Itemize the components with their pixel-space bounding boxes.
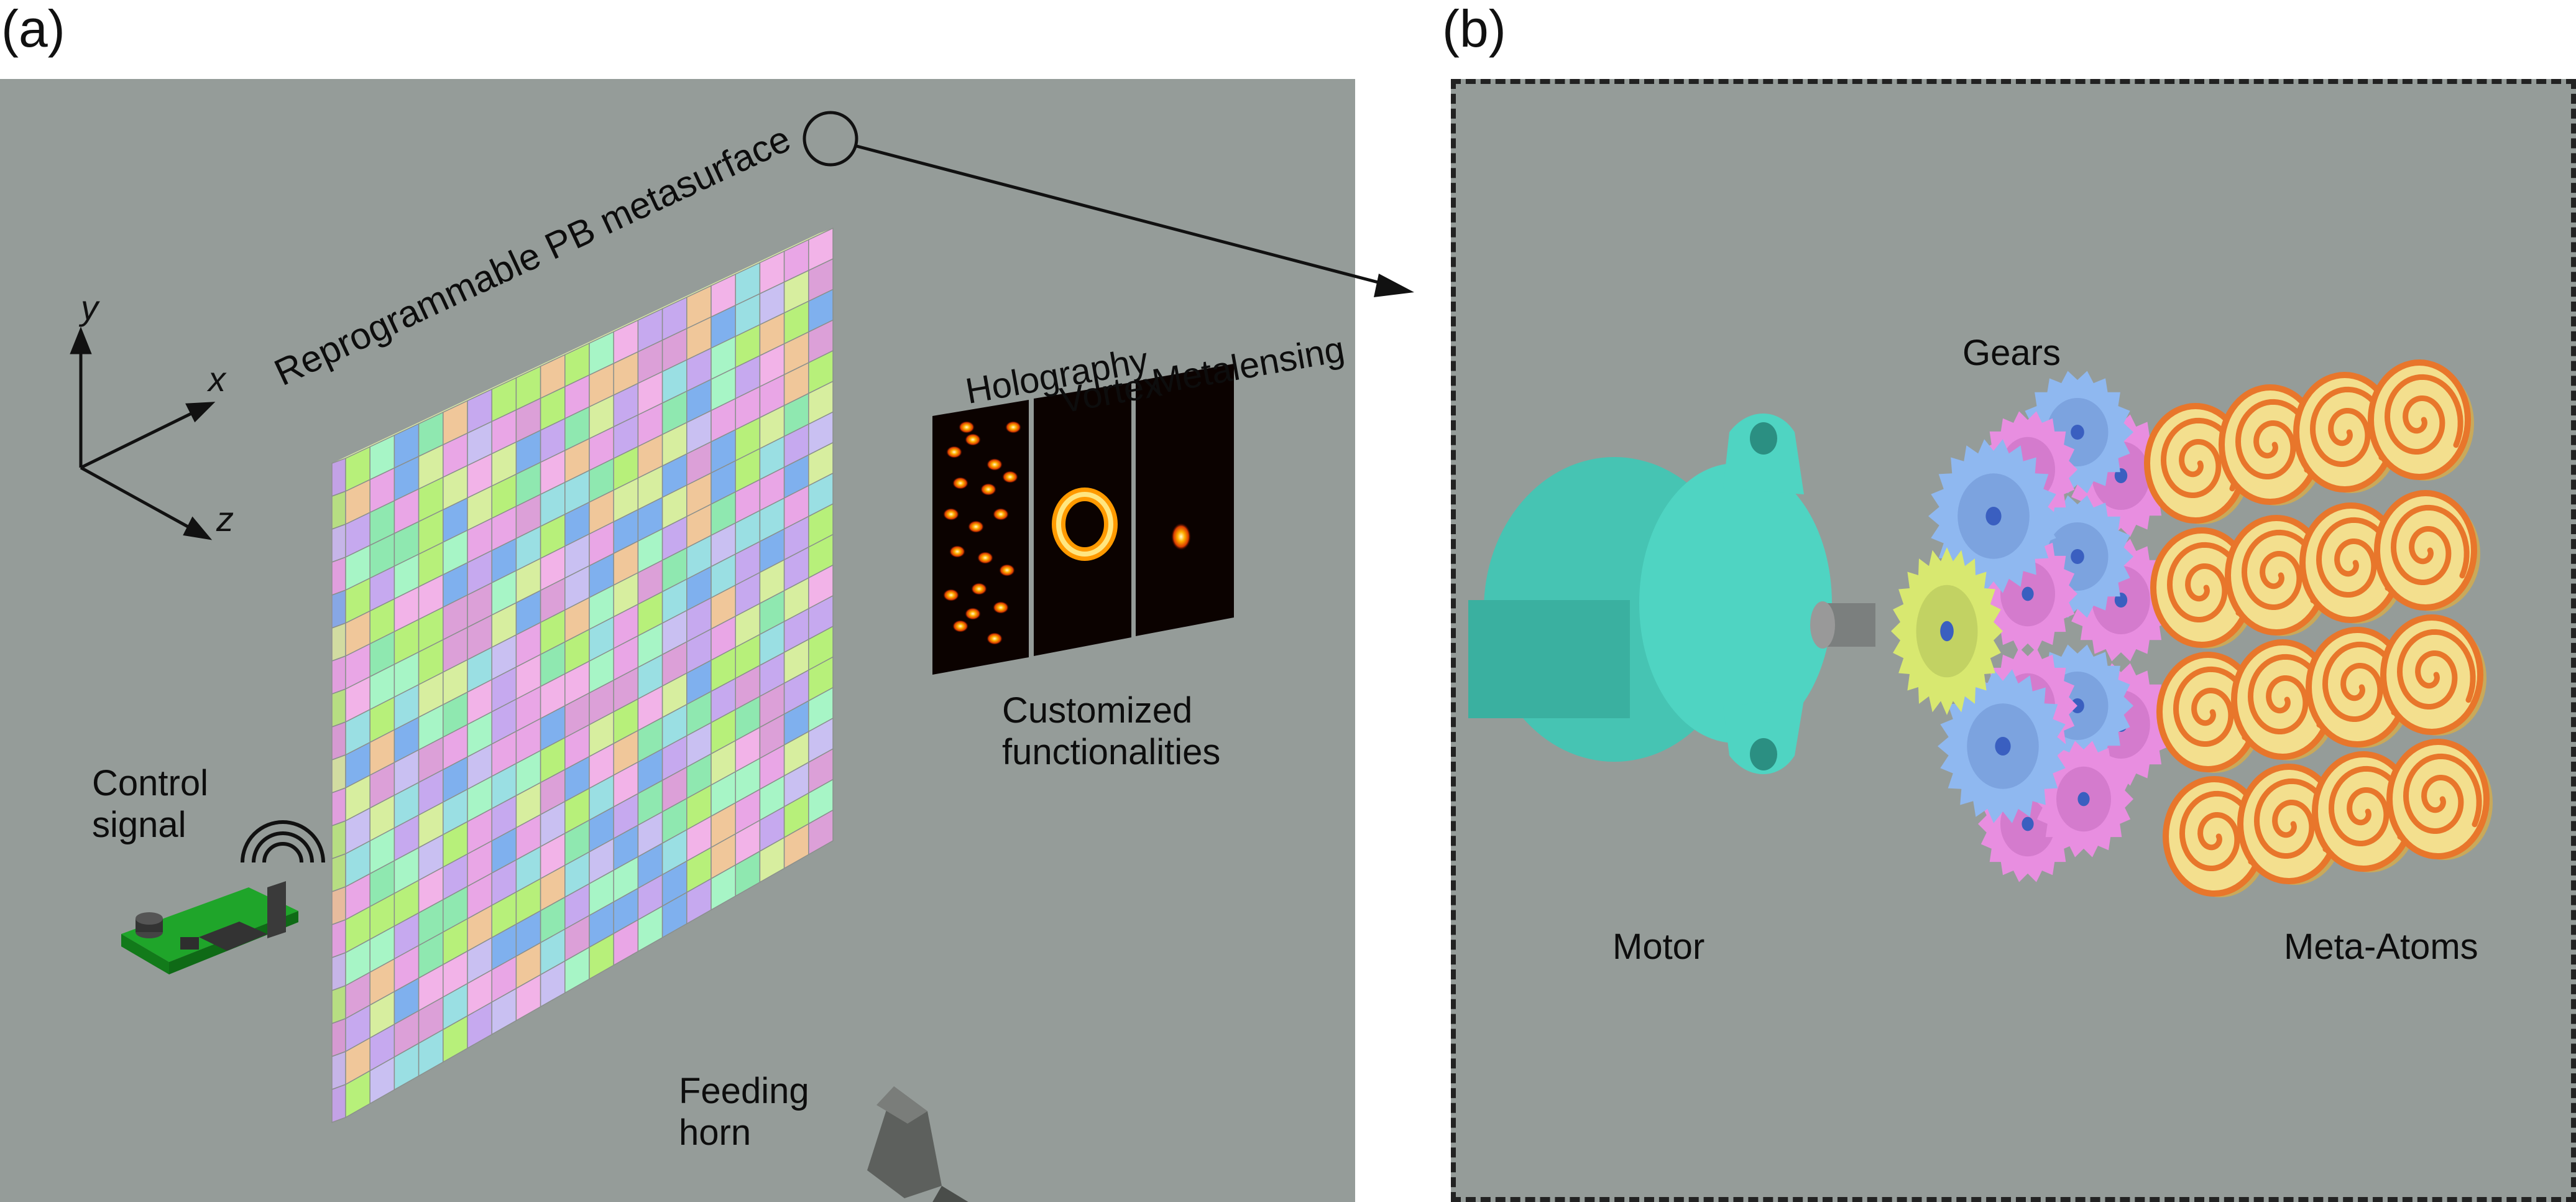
holography-spot [968, 520, 984, 533]
meta-atom-side [331, 457, 346, 497]
meta-atoms-label: Meta-Atoms [2284, 927, 2478, 967]
holography-spot [946, 446, 962, 458]
panel-b-drawing [1468, 359, 2493, 897]
meta-atom-side [331, 787, 346, 827]
holography-spot [999, 564, 1015, 576]
holography-spot [965, 433, 981, 446]
meta-atom [2299, 502, 2406, 624]
motor [1468, 414, 1875, 774]
gear [1938, 669, 2068, 823]
meta-atom-side [331, 589, 346, 629]
panel-b-scene: Gears Motor Meta-Atoms [1451, 79, 2576, 1202]
meta-atom-side [331, 853, 346, 893]
meta-atom-side [331, 523, 346, 563]
customized-functionalities-label: Customized functionalities [1002, 690, 1221, 772]
holography-spot [993, 508, 1009, 520]
metasurface-grid [345, 227, 834, 1119]
holography-spot [965, 608, 981, 620]
meta-atom-side [331, 1083, 346, 1124]
panel-a-scene: Reprogrammable PB metasurface y x z Cont… [0, 79, 1355, 1202]
meta-atom [2386, 739, 2493, 860]
meta-atom [2368, 359, 2474, 481]
zoom-circle [803, 111, 858, 167]
feeding-horn [867, 1086, 968, 1202]
meta-atom-side [331, 918, 346, 959]
panel-a-drawing [70, 111, 1234, 1202]
axis-label-x: x [208, 359, 226, 399]
holography-spot [977, 552, 993, 564]
meta-atom-side [331, 1017, 346, 1058]
meta-atom-side [331, 622, 346, 662]
holography-spot [1002, 471, 1018, 483]
holography-spot [971, 583, 987, 595]
gears-assembly [1891, 371, 2174, 882]
panel-b-label: (b) [1442, 0, 1506, 58]
holography-spot [1005, 421, 1021, 433]
motor-label: Motor [1612, 927, 1705, 967]
control-signal-label: Control signal [92, 763, 208, 845]
meta-atom [2374, 490, 2480, 611]
meta-atom-side [331, 688, 346, 728]
meta-atom-side [331, 655, 346, 695]
control-board [121, 881, 298, 974]
holography-spot [959, 421, 975, 433]
gears-label: Gears [1962, 333, 2061, 373]
meta-atom-side [331, 754, 346, 794]
meta-atoms-array [2144, 359, 2493, 897]
holography-spot [987, 458, 1003, 471]
holography-spot [987, 632, 1003, 645]
pattern-vortex [1034, 382, 1131, 656]
feeding-horn-label: Feeding horn [679, 1071, 809, 1153]
meta-atom [2380, 614, 2486, 736]
pattern-metalensing [1136, 364, 1234, 636]
holography-spot [943, 508, 959, 520]
holography-spot [952, 477, 968, 489]
holography-spot [980, 483, 996, 496]
meta-atom-side [331, 1050, 346, 1091]
holography-spot [949, 545, 965, 558]
meta-atom [2219, 384, 2325, 506]
wireless-signal-icon [241, 820, 325, 863]
pattern-holography [932, 400, 1029, 675]
meta-atom-side [331, 721, 346, 761]
meta-atom-side [331, 490, 346, 530]
meta-atom-side [331, 951, 346, 992]
panel-a-label: (a) [1, 0, 65, 58]
axis-label-y: y [81, 288, 98, 327]
holography-spot [993, 601, 1009, 614]
coordinate-axes [70, 326, 216, 540]
meta-atom-cell [808, 809, 834, 856]
axis-label-z: z [216, 499, 234, 539]
holography-spot [943, 589, 959, 601]
meta-atom-side [331, 820, 346, 860]
meta-atom-side [331, 984, 346, 1025]
holography-spot [952, 620, 968, 632]
meta-atom-side [331, 556, 346, 596]
meta-atom-side [331, 885, 346, 926]
gear [1891, 547, 2003, 715]
